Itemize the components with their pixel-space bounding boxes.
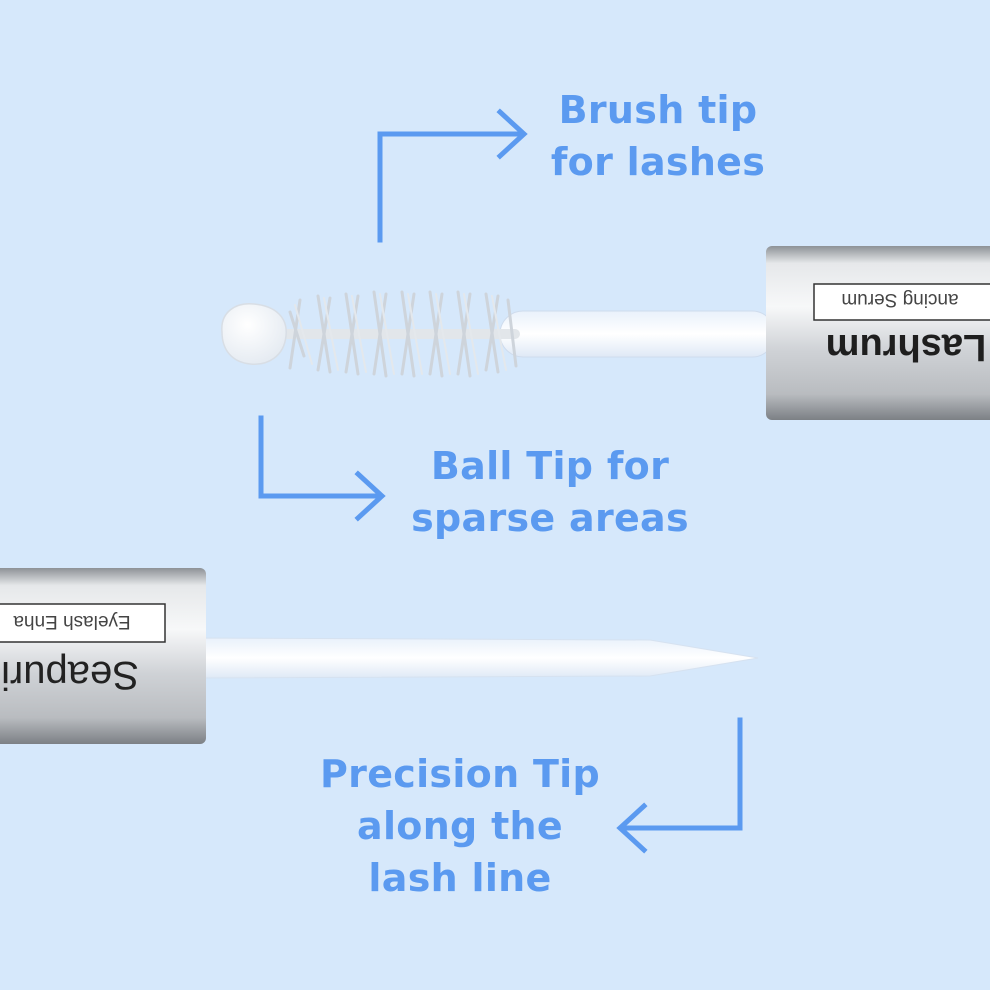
precision-caption-line-3: lash line xyxy=(368,856,552,900)
brush-wand xyxy=(499,310,776,358)
brush-bristles xyxy=(273,290,520,378)
precision-caption-line-2: along the xyxy=(357,804,563,848)
precision-caption-line-1: Precision Tip xyxy=(320,752,600,796)
ball-tip-caption: Ball Tip for sparse areas xyxy=(400,440,700,544)
arrow-down-left-icon xyxy=(616,717,743,854)
top-cap: ancing Serum Lashrum xyxy=(766,246,990,420)
brush-tip-caption: Brush tip for lashes xyxy=(548,84,768,188)
top-cap-label: ancing Serum xyxy=(841,289,958,310)
bottom-cap-label: Eyelash Enha xyxy=(13,611,131,632)
brush-caption-line-1: Brush tip xyxy=(558,88,758,132)
bottom-cap: Eyelash Enha Seapuri xyxy=(0,568,206,744)
bottom-cap-brand: Seapuri xyxy=(1,653,139,697)
arrow-up-right-icon xyxy=(377,108,528,243)
ball-caption-line-1: Ball Tip for xyxy=(430,444,670,488)
ball-caption-line-2: sparse areas xyxy=(411,496,689,540)
precision-wand xyxy=(199,637,759,679)
top-cap-brand: Lashrum xyxy=(826,326,986,368)
arrow-down-right-icon xyxy=(258,415,386,522)
precision-tip-caption: Precision Tip along the lash line xyxy=(310,748,610,904)
ball-tip xyxy=(221,303,287,365)
brush-caption-line-2: for lashes xyxy=(550,140,766,184)
